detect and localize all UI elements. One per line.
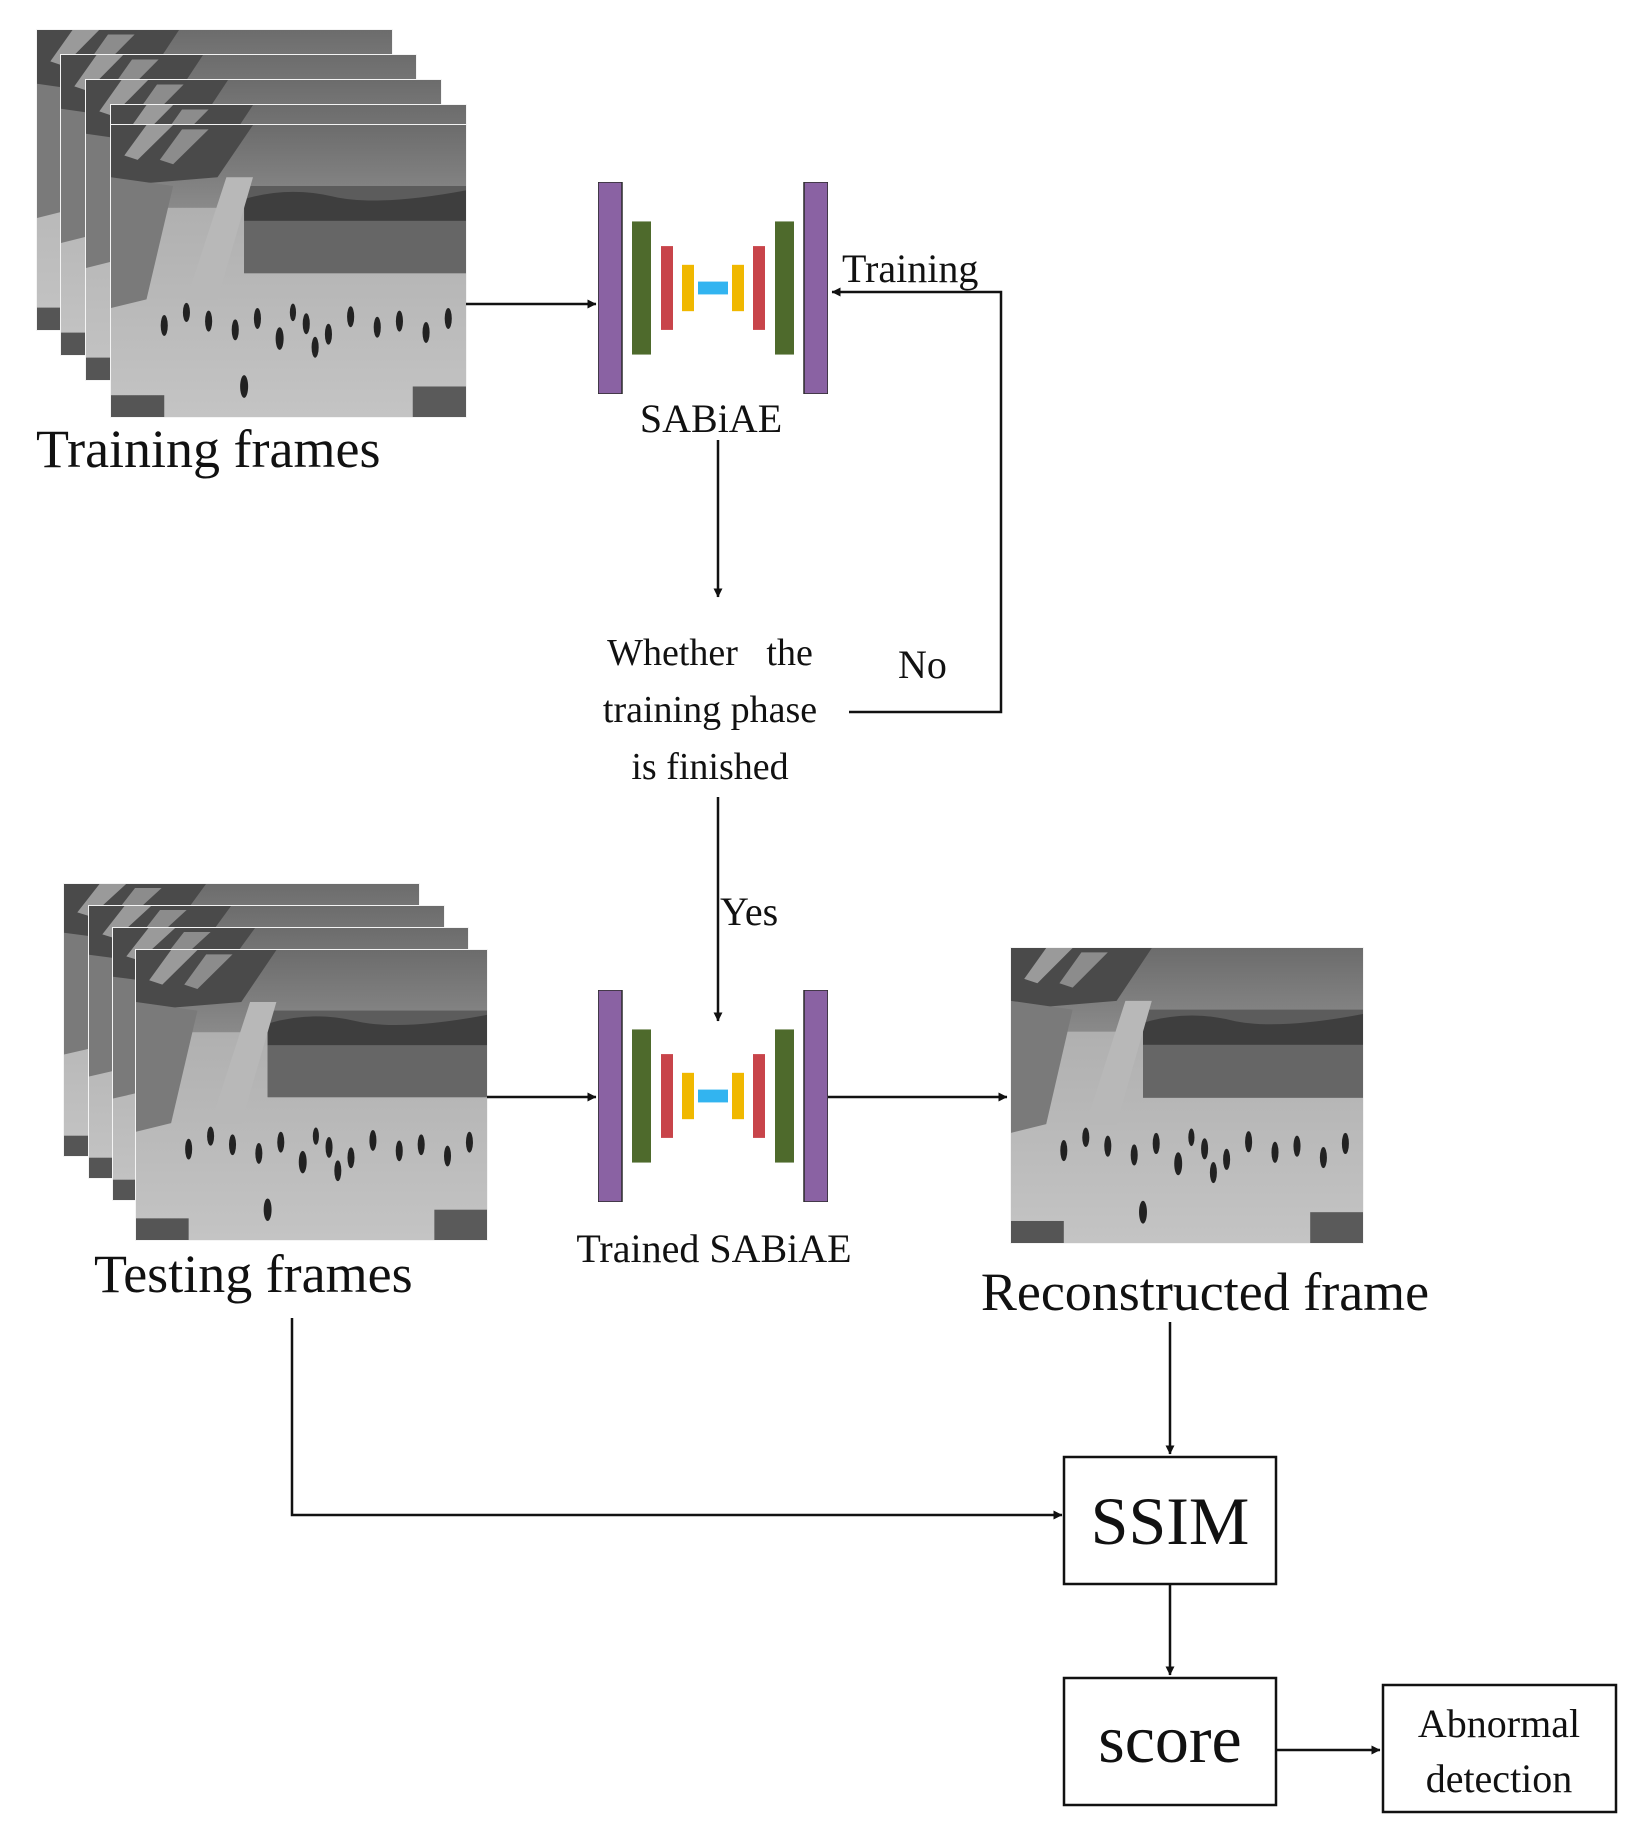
no-label: No: [898, 642, 947, 687]
abnormal-detection-box: Abnormal detection: [1381, 1683, 1618, 1814]
abnormal-line-1: Abnormal: [1418, 1701, 1580, 1746]
sabiae-autoencoder-icon: [598, 182, 828, 394]
decision-line-3: is finished: [631, 746, 788, 788]
training-loop-label: Training: [842, 246, 978, 291]
decision-line-2: training phase: [603, 689, 817, 731]
decision-line-1: Whether the: [607, 632, 813, 674]
testing-to-ssim-arrow: [290, 1318, 1063, 1520]
decision-node: Whether the training phase is finished: [603, 632, 817, 788]
testing-frames-label: Testing frames: [94, 1244, 413, 1304]
trained-sabiae-label: Trained SABiAE: [576, 1226, 851, 1271]
ssim-box: SSIM: [1062, 1455, 1278, 1586]
reconstructed-frame-label: Reconstructed frame: [981, 1262, 1429, 1322]
ssim-label: SSIM: [1091, 1483, 1250, 1559]
sabiae-label: SABiAE: [640, 396, 782, 441]
yes-label: Yes: [720, 889, 778, 934]
abnormal-line-2: detection: [1426, 1756, 1573, 1801]
feedback-loop-arrow: [831, 287, 1003, 714]
reconstructed-frame-image: [1010, 947, 1364, 1244]
frame-stack-icon: [36, 29, 467, 418]
frame-stack-icon: [63, 883, 488, 1241]
testing-frames-stack: [63, 883, 488, 1241]
score-label: score: [1098, 1701, 1241, 1777]
training-frames-stack: [36, 29, 467, 418]
score-box: score: [1062, 1676, 1278, 1807]
training-frames-label: Training frames: [36, 419, 380, 479]
trained-sabiae-autoencoder-icon: [598, 990, 828, 1202]
